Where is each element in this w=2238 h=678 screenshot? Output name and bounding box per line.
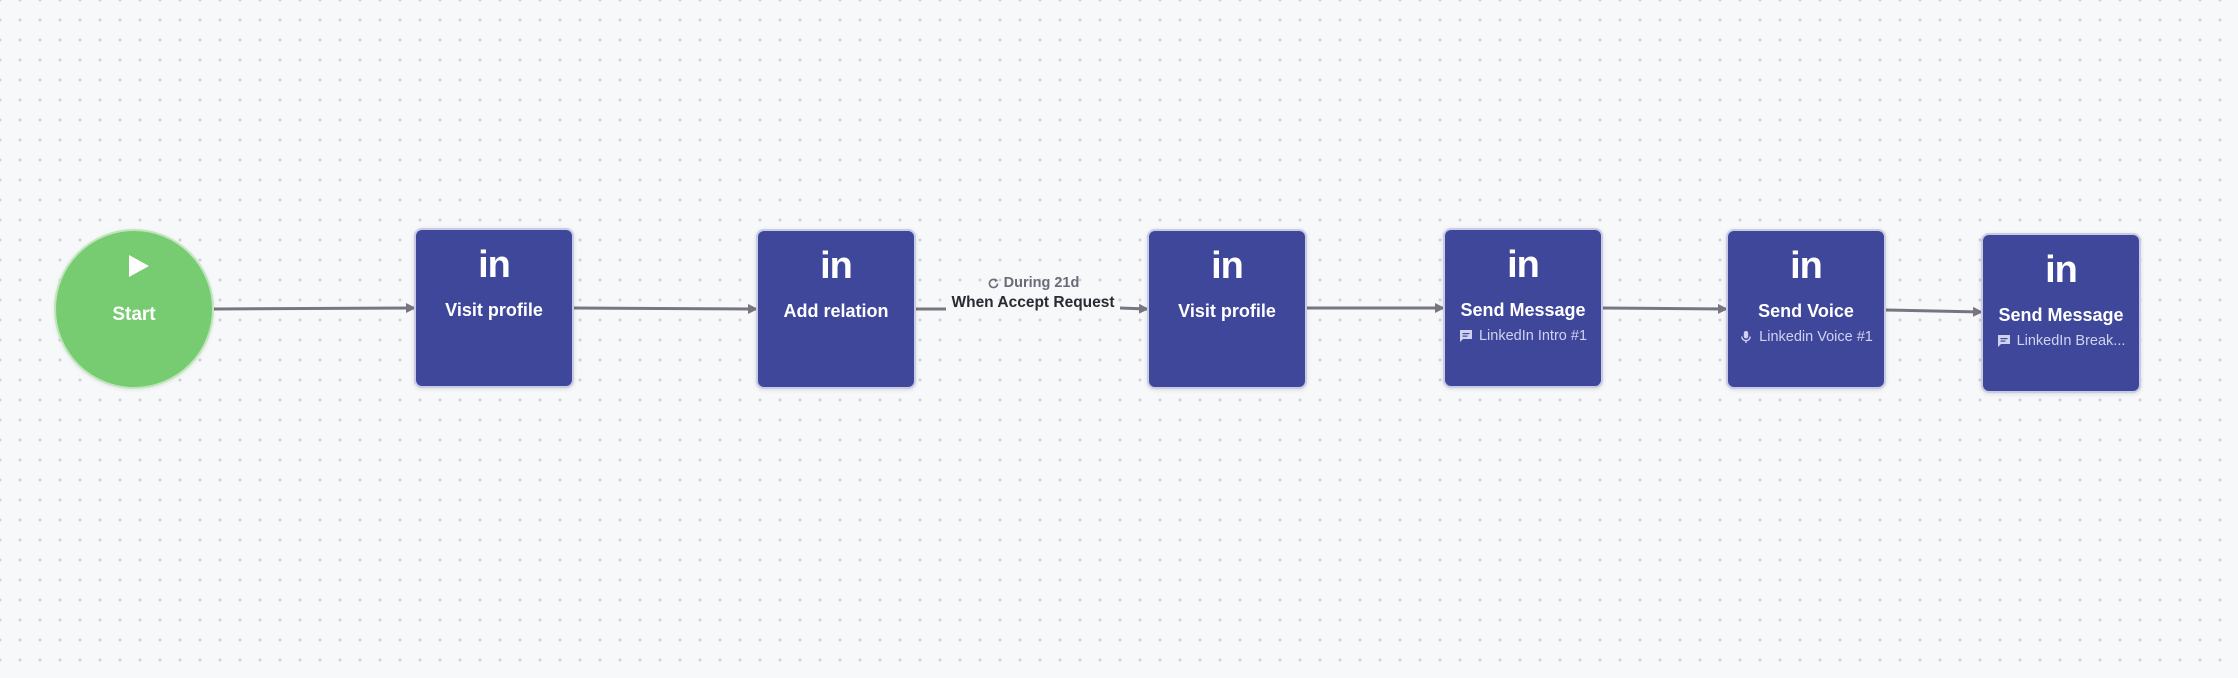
condition-duration: During 21d bbox=[946, 273, 1120, 293]
linkedin-icon: in bbox=[820, 245, 853, 287]
connection-send-message-to-send-voice[interactable] bbox=[1602, 303, 1728, 314]
step-visit-profile-2[interactable]: in Visit profile bbox=[1147, 229, 1307, 389]
step-title: Visit profile bbox=[445, 300, 543, 320]
condition-duration-text: During 21d bbox=[1003, 275, 1080, 291]
linkedin-icon: in bbox=[1790, 245, 1823, 287]
step-template: LinkedIn Break... bbox=[1987, 333, 2135, 349]
linkedin-icon: in bbox=[1507, 244, 1540, 286]
message-icon bbox=[1997, 335, 2010, 347]
microphone-icon bbox=[1741, 331, 1752, 343]
message-icon bbox=[1459, 330, 1472, 342]
step-send-message[interactable]: in Send Message LinkedIn Intro #1 bbox=[1443, 228, 1603, 388]
refresh-icon bbox=[988, 277, 998, 288]
step-title: Visit profile bbox=[1178, 301, 1276, 321]
connection-send-voice-to-send-message[interactable] bbox=[1885, 306, 1983, 317]
linkedin-icon: in bbox=[1211, 245, 1244, 287]
step-title: Send Message bbox=[1460, 300, 1586, 320]
connection-visit-profile-to-add-relation[interactable] bbox=[573, 303, 758, 314]
start-label: Start bbox=[112, 304, 156, 325]
step-visit-profile[interactable]: in Visit profile bbox=[414, 228, 574, 388]
step-send-message-2[interactable]: in Send Message LinkedIn Break... bbox=[1981, 233, 2141, 393]
condition-label[interactable]: During 21d When Accept Request bbox=[946, 273, 1120, 312]
step-send-voice[interactable]: in Send Voice Linkedin Voice #1 bbox=[1726, 229, 1886, 389]
step-template-name: Linkedin Voice #1 bbox=[1759, 329, 1873, 345]
step-add-relation[interactable]: in Add relation bbox=[756, 229, 916, 389]
step-title: Add relation bbox=[783, 301, 889, 321]
play-icon bbox=[129, 255, 149, 277]
condition-trigger: When Accept Request bbox=[951, 294, 1115, 311]
linkedin-icon: in bbox=[478, 244, 511, 286]
connection-start-to-visit-profile[interactable] bbox=[213, 303, 416, 314]
step-template-name: LinkedIn Intro #1 bbox=[1478, 328, 1588, 344]
step-template: LinkedIn Intro #1 bbox=[1449, 328, 1597, 344]
step-template-name: LinkedIn Break... bbox=[2016, 333, 2126, 349]
linkedin-icon: in bbox=[2045, 249, 2078, 291]
connection-condition-to-visit-profile[interactable] bbox=[1119, 303, 1149, 314]
step-template: Linkedin Voice #1 bbox=[1732, 329, 1880, 345]
step-title: Send Voice bbox=[1758, 301, 1854, 321]
step-title: Send Message bbox=[1998, 305, 2124, 325]
start-node[interactable]: Start bbox=[54, 229, 214, 389]
